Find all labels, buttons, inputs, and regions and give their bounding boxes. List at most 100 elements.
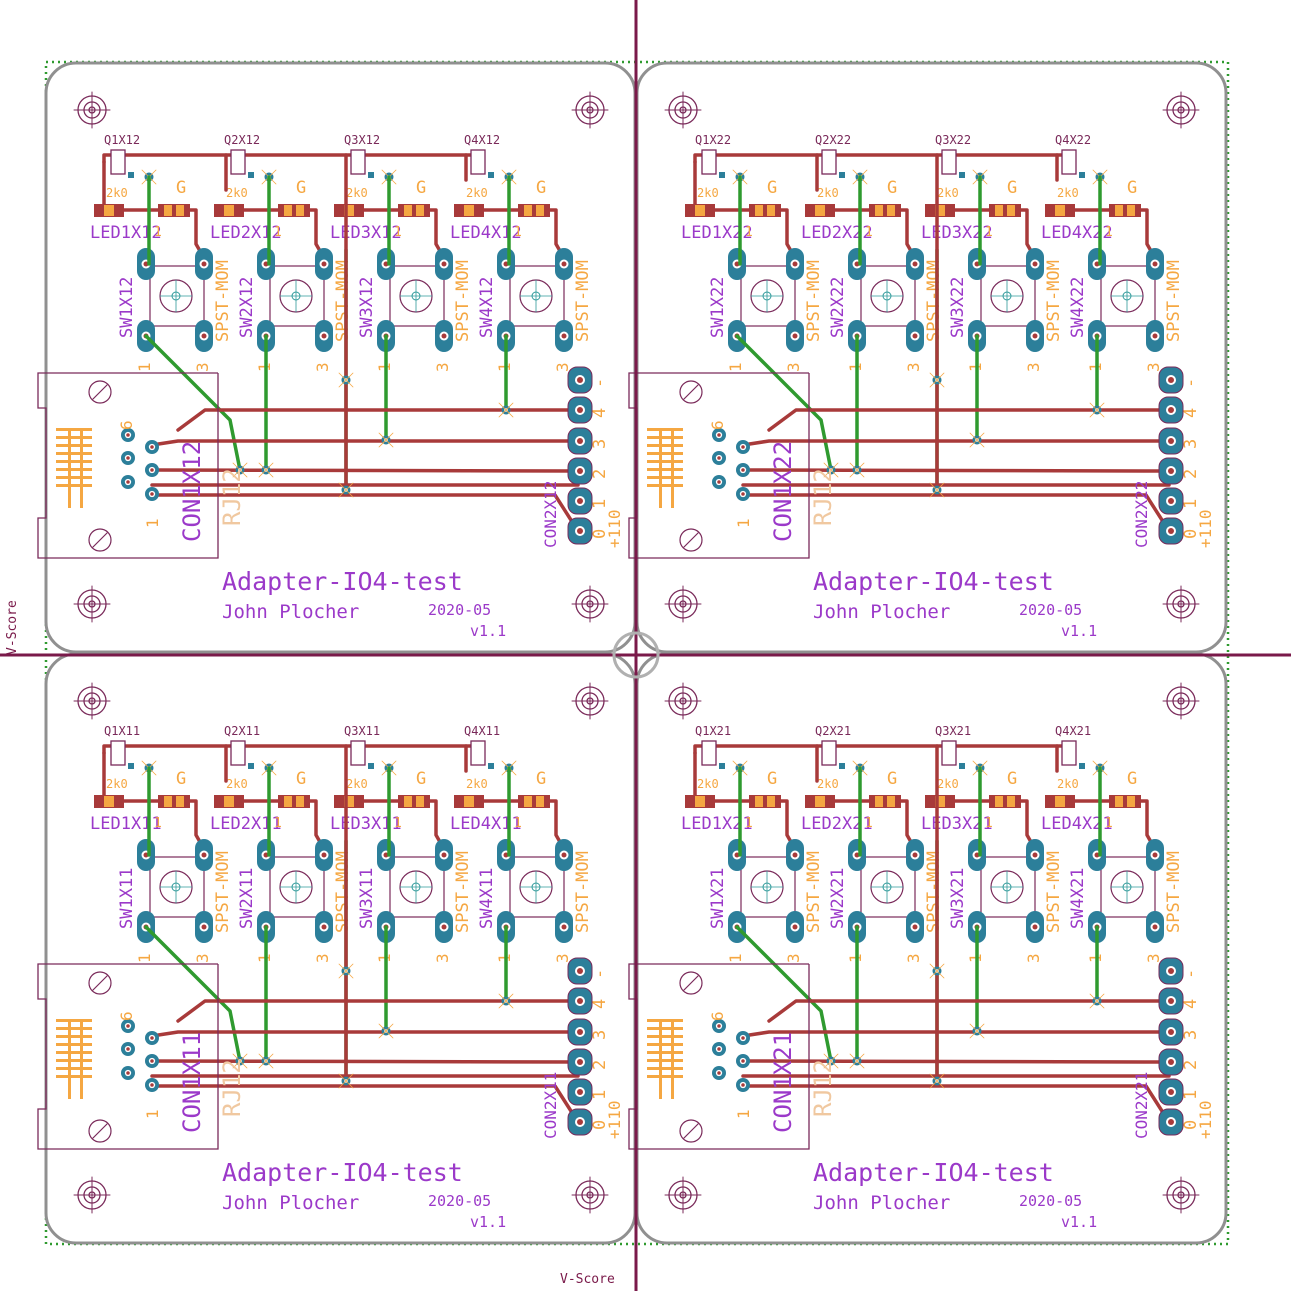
via bbox=[378, 1023, 394, 1039]
via bbox=[1089, 993, 1105, 1009]
pin-number: 6 bbox=[117, 1011, 136, 1021]
switch-value: SPST-MOM bbox=[213, 851, 233, 933]
pin-number: 3 bbox=[313, 953, 332, 963]
board-date: 2020-05 bbox=[1019, 601, 1082, 619]
pin-number: 1 bbox=[135, 953, 154, 963]
transistor-label: Q1X22 bbox=[695, 133, 731, 147]
transistor-body bbox=[941, 149, 957, 175]
mounting-hole-icon bbox=[73, 91, 111, 129]
rj12-contact bbox=[647, 1043, 683, 1046]
led-body bbox=[518, 795, 550, 808]
pin-number: 1 bbox=[154, 816, 162, 831]
led-label: LED1X21 bbox=[681, 814, 753, 834]
resistor-value: 2k0 bbox=[1057, 777, 1079, 791]
resistor-value: 2k0 bbox=[817, 186, 839, 200]
led-label: LED4X22 bbox=[1041, 223, 1113, 243]
led-mark bbox=[164, 205, 172, 216]
via bbox=[258, 1053, 274, 1069]
mounting-hole-icon bbox=[664, 682, 702, 720]
pin-number: 6 bbox=[708, 1011, 727, 1021]
via bbox=[498, 402, 514, 418]
rj12-contact bbox=[56, 1075, 92, 1078]
mounting-hole-icon bbox=[664, 585, 702, 623]
resistor-band bbox=[104, 796, 114, 807]
pin-number: 3 bbox=[433, 362, 452, 372]
board-author: John Plocher bbox=[222, 1192, 359, 1214]
board-outline bbox=[44, 61, 637, 654]
led-body bbox=[518, 204, 550, 217]
rj12-contact bbox=[647, 460, 683, 463]
header-pin-label: - bbox=[590, 969, 610, 979]
via bbox=[929, 963, 945, 979]
switch-label: SW3X21 bbox=[948, 868, 968, 929]
switch-label: SW1X21 bbox=[708, 868, 728, 929]
switch-pad bbox=[435, 248, 453, 280]
led-mark bbox=[296, 205, 304, 216]
via bbox=[338, 963, 354, 979]
led-label: LED4X12 bbox=[450, 223, 522, 243]
switch-pad bbox=[195, 248, 213, 280]
switch-value: SPST-MOM bbox=[1044, 851, 1064, 933]
rj12-pad bbox=[712, 451, 726, 465]
rj12-pad bbox=[145, 463, 159, 477]
switch-pad bbox=[497, 839, 515, 871]
led-mark bbox=[404, 796, 412, 807]
led-mark bbox=[284, 205, 292, 216]
transistor-body bbox=[1061, 149, 1077, 175]
led-body bbox=[749, 795, 781, 808]
resistor-band bbox=[344, 796, 354, 807]
rj12-pad bbox=[121, 451, 135, 465]
transistor-pad bbox=[248, 763, 254, 769]
switch-pad bbox=[435, 839, 453, 871]
transistor-body bbox=[701, 149, 717, 175]
led-body bbox=[989, 795, 1021, 808]
pushbutton-switch bbox=[509, 265, 565, 327]
via bbox=[849, 462, 865, 478]
switch-pad bbox=[1026, 911, 1044, 943]
header-pin-label: 2 bbox=[590, 469, 610, 479]
pushbutton-switch bbox=[149, 856, 205, 918]
switch-label: SW4X22 bbox=[1068, 277, 1088, 338]
transistor-label: Q1X11 bbox=[104, 724, 140, 738]
transistor-label: Q2X22 bbox=[815, 133, 851, 147]
rj12-pad bbox=[712, 1019, 726, 1033]
board-outline bbox=[635, 61, 1228, 654]
via bbox=[929, 1073, 945, 1089]
switch-label: SW1X11 bbox=[117, 868, 137, 929]
pin-number: 3 bbox=[433, 953, 452, 963]
led-mark bbox=[176, 205, 184, 216]
transistor-pad bbox=[1079, 172, 1085, 178]
led-mark bbox=[875, 796, 883, 807]
pushbutton-switch bbox=[509, 856, 565, 918]
rj12-contact bbox=[647, 1075, 683, 1078]
board-version: v1.1 bbox=[1061, 1213, 1097, 1231]
pin-number: 1 bbox=[745, 225, 753, 240]
pin-number: 1 bbox=[514, 225, 522, 240]
resistor-value: 2k0 bbox=[466, 186, 488, 200]
transistor-pad bbox=[368, 172, 374, 178]
rj12-contact bbox=[647, 484, 683, 487]
resistor-value: 2k0 bbox=[937, 777, 959, 791]
v-score-label-bottom: V-Score bbox=[560, 1272, 615, 1287]
rj12-pad bbox=[121, 428, 135, 442]
pin-number: 6 bbox=[117, 420, 136, 430]
pushbutton-switch bbox=[149, 265, 205, 327]
board-title: Adapter-IO4-test bbox=[222, 1158, 463, 1187]
rj12-pad bbox=[712, 1066, 726, 1080]
rj12-mount-icon bbox=[88, 1119, 112, 1143]
resistor-value: 2k0 bbox=[817, 777, 839, 791]
header-label: CON2X11 bbox=[541, 1072, 560, 1139]
led-color-value: G bbox=[416, 769, 426, 789]
header-pin-label: - bbox=[1181, 969, 1201, 979]
rj12-pad bbox=[736, 1054, 750, 1068]
rj12-contact bbox=[647, 428, 683, 431]
pushbutton-switch bbox=[269, 265, 325, 327]
rj12-value: RJ12 bbox=[218, 1059, 246, 1117]
switch-pad bbox=[968, 248, 986, 280]
led-label: LED1X12 bbox=[90, 223, 162, 243]
rj12-pad bbox=[145, 1031, 159, 1045]
resistor-band bbox=[695, 796, 705, 807]
bus-trace bbox=[741, 468, 1171, 473]
